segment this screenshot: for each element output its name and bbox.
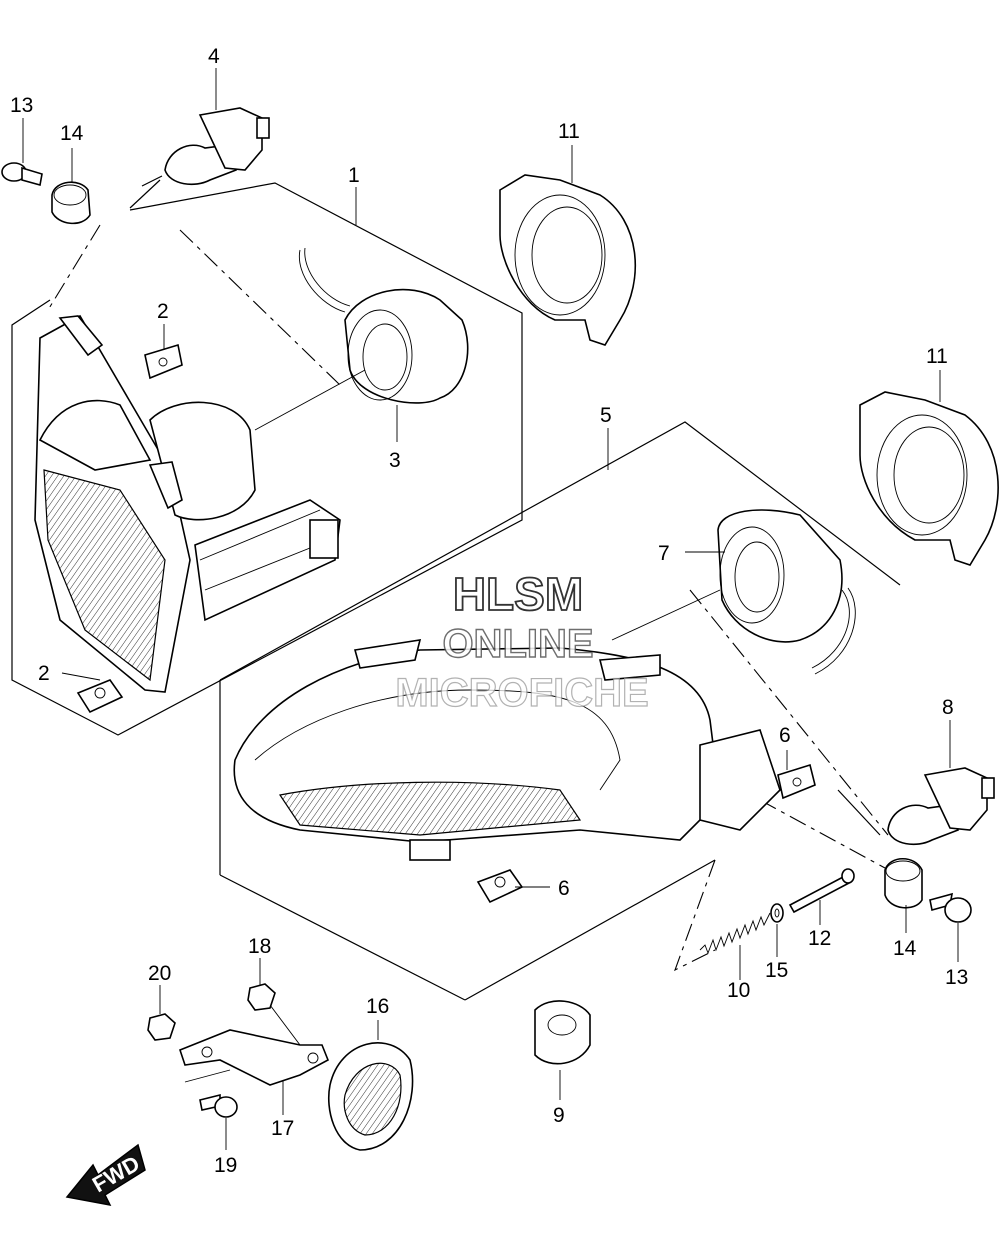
washer-15 <box>770 903 784 923</box>
group-1-outline <box>11 179 523 736</box>
screw-13-top <box>1 162 43 187</box>
bulb-8 <box>887 767 995 846</box>
clip-2-upper <box>144 343 183 380</box>
callout-6-upper: 6 <box>779 724 791 747</box>
callout-10: 10 <box>727 979 750 1002</box>
nut-20 <box>147 1013 176 1041</box>
watermark-line-2: ONLINE <box>442 622 593 666</box>
callout-4: 4 <box>208 45 220 68</box>
callout-2-upper: 2 <box>157 300 169 323</box>
bulb-socket-3 <box>254 247 469 431</box>
reflector-16 <box>328 1042 414 1151</box>
clip-2-lower <box>76 679 124 714</box>
group-5-outline <box>219 421 901 1001</box>
adjuster-screw-12 <box>788 868 855 914</box>
grommet-9 <box>534 1000 591 1065</box>
callout-14-right: 14 <box>893 937 917 960</box>
watermark-line-3: MICROFICHE <box>395 671 648 715</box>
callout-11-upper: 11 <box>558 120 580 143</box>
callout-3: 3 <box>389 449 401 472</box>
callout-6-lower: 6 <box>558 877 570 900</box>
ring-11-upper <box>499 174 637 346</box>
grommet-14-top <box>51 181 91 225</box>
spring-10 <box>699 912 771 955</box>
callout-1: 1 <box>348 164 360 187</box>
headlamp-housing-right <box>233 639 781 861</box>
watermark-line-1: HLSM <box>453 568 583 620</box>
callout-13-right: 13 <box>945 966 968 989</box>
fwd-direction-badge: FWD <box>65 1143 146 1207</box>
clip-6-lower <box>476 869 524 904</box>
grommet-14-right <box>884 857 923 909</box>
bracket-17 <box>179 1004 330 1086</box>
bolt-19 <box>199 1093 238 1118</box>
headlamp-housing-left <box>34 314 341 693</box>
callout-13-top: 13 <box>10 94 33 117</box>
bulb-4 <box>141 107 270 187</box>
callout-12: 12 <box>808 927 831 950</box>
callout-7: 7 <box>658 542 670 565</box>
callout-14-top: 14 <box>60 122 84 145</box>
callout-17: 17 <box>271 1117 294 1140</box>
callout-18: 18 <box>248 935 271 958</box>
screw-13-right <box>929 892 972 923</box>
callout-16: 16 <box>366 995 389 1018</box>
nut-18 <box>247 983 276 1011</box>
watermark: HLSM ONLINE MICROFICHE <box>395 567 650 716</box>
callout-15: 15 <box>765 959 788 982</box>
callout-5: 5 <box>600 404 612 427</box>
callout-19: 19 <box>214 1154 237 1177</box>
callout-9: 9 <box>553 1104 565 1127</box>
callout-20: 20 <box>148 962 171 985</box>
callout-11-lower: 11 <box>926 345 948 368</box>
clip-6-upper <box>777 763 816 800</box>
bulb-socket-7 <box>717 509 856 675</box>
callout-numbers: 1 2 2 3 4 5 6 6 7 8 9 10 11 11 12 13 13 … <box>10 45 968 1177</box>
ring-11-lower <box>859 391 999 566</box>
leader-lines <box>22 68 959 1150</box>
callout-8: 8 <box>942 696 954 719</box>
callout-2-lower: 2 <box>38 662 50 685</box>
